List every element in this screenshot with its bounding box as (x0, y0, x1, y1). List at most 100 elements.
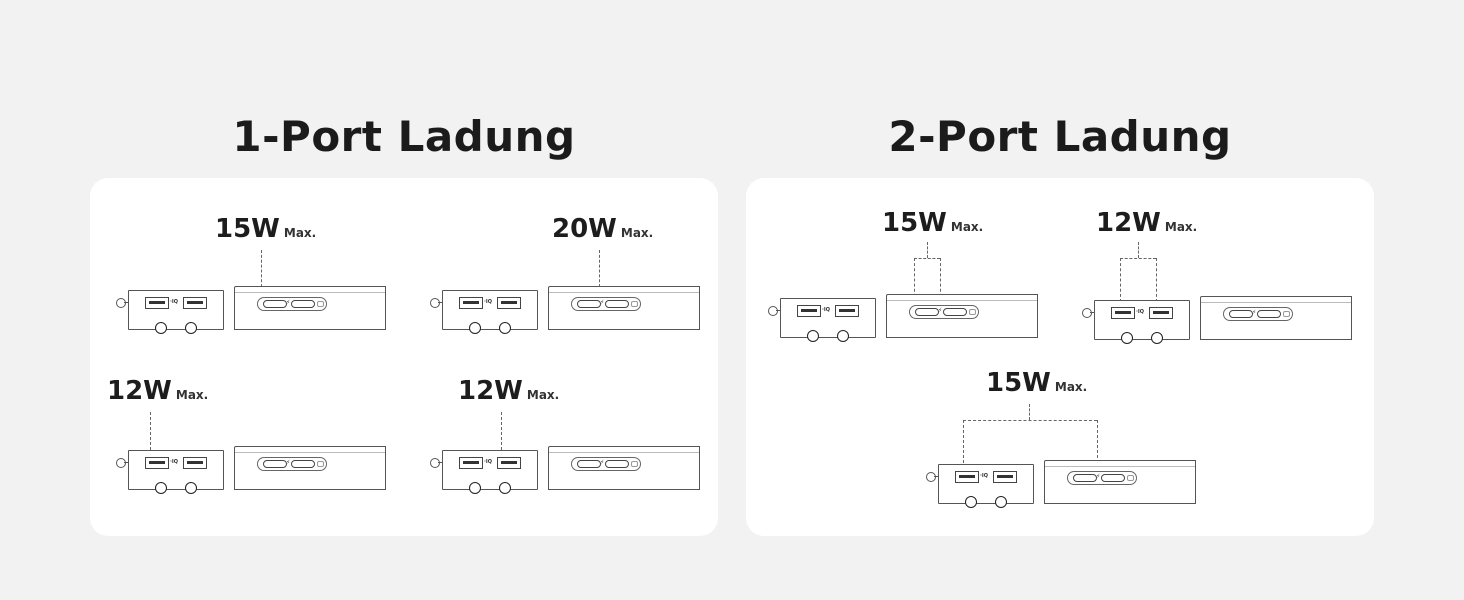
power-bank-front: ·IQ (442, 450, 538, 494)
power-bank-diagram: ·IQ ⚡ (116, 282, 406, 342)
power-bank-diagram: ·IQ ⚡ (1082, 292, 1372, 352)
connector-line (501, 412, 502, 460)
usb-c-port-icon (1257, 310, 1281, 318)
connector-line (1156, 258, 1157, 302)
iq-label: ·IQ (1136, 309, 1145, 315)
power-bank-diagram: ·IQ ⚡ (430, 442, 720, 502)
power-bank-diagram: ·IQ ⚡ (116, 442, 406, 502)
led-indicator-icon (1283, 311, 1290, 317)
power-bank-front: ·IQ (128, 290, 224, 334)
watt-value: 12W (107, 376, 172, 406)
iq-label: ·IQ (170, 299, 179, 305)
iq-label: ·IQ (170, 459, 179, 465)
foot-icon (995, 496, 1007, 508)
watt-value: 15W (986, 368, 1051, 398)
foot-icon (837, 330, 849, 342)
foot-icon (155, 322, 167, 334)
usb-c-port-icon (1073, 474, 1097, 482)
power-bank-diagram: ·IQ ⚡ (430, 282, 720, 342)
usb-a-port-icon (145, 457, 169, 469)
usb-a-port-icon (497, 457, 521, 469)
usb-c-port-icon (263, 300, 287, 308)
connector-line (1029, 404, 1030, 420)
one-port-title: 1-Port Ladung (232, 112, 576, 161)
foot-icon (1151, 332, 1163, 344)
connector-line (1120, 258, 1121, 302)
foot-icon (499, 482, 511, 494)
usb-c-port-icon (1229, 310, 1253, 318)
usb-c-port-icon (577, 460, 601, 468)
lanyard-hook-icon (926, 472, 936, 482)
foot-icon (155, 482, 167, 494)
connector-line (940, 258, 941, 302)
watt-value: 12W (1096, 208, 1161, 238)
power-bank-side: ⚡ (234, 286, 386, 330)
power-bank-front: ·IQ (128, 450, 224, 494)
max-label: Max. (175, 388, 209, 402)
usb-c-port-icon (577, 300, 601, 308)
power-bank-side: ⚡ (548, 446, 700, 490)
max-label: Max. (1054, 380, 1088, 394)
usb-c-port-icon (1101, 474, 1125, 482)
two-port-title: 2-Port Ladung (888, 112, 1232, 161)
foot-icon (965, 496, 977, 508)
max-label: Max. (950, 220, 984, 234)
usb-a-port-icon (183, 297, 207, 309)
connector-line (914, 258, 940, 259)
connector-line (914, 258, 915, 302)
iq-label: ·IQ (980, 473, 989, 479)
foot-icon (1121, 332, 1133, 344)
power-bank-side: ⚡ (548, 286, 700, 330)
power-bank-front: ·IQ (780, 298, 876, 342)
watt-value: 15W (882, 208, 947, 238)
connector-line (150, 412, 151, 460)
iq-label: ·IQ (484, 459, 493, 465)
lanyard-hook-icon (116, 298, 126, 308)
usb-a-port-icon (993, 471, 1017, 483)
foot-icon (469, 322, 481, 334)
usb-c-port-icon (605, 300, 629, 308)
foot-icon (185, 482, 197, 494)
usb-a-port-icon (955, 471, 979, 483)
power-bank-diagram: ·IQ ⚡ (768, 290, 1058, 350)
usb-c-port-icon (291, 460, 315, 468)
led-indicator-icon (317, 301, 324, 307)
usb-a-port-icon (459, 297, 483, 309)
connector-line (963, 420, 1097, 421)
power-bank-front: ·IQ (442, 290, 538, 334)
usb-a-port-icon (797, 305, 821, 317)
connector-line (963, 420, 964, 468)
usb-a-port-icon (835, 305, 859, 317)
led-indicator-icon (631, 301, 638, 307)
max-label: Max. (526, 388, 560, 402)
power-bank-side: ⚡ (1200, 296, 1352, 340)
usb-a-port-icon (497, 297, 521, 309)
usb-a-port-icon (145, 297, 169, 309)
watt-value: 12W (458, 376, 523, 406)
led-indicator-icon (317, 461, 324, 467)
lanyard-hook-icon (768, 306, 778, 316)
foot-icon (499, 322, 511, 334)
usb-c-port-icon (915, 308, 939, 316)
connector-line (261, 250, 262, 292)
foot-icon (185, 322, 197, 334)
usb-a-port-icon (183, 457, 207, 469)
power-bank-side: ⚡ (234, 446, 386, 490)
usb-c-port-icon (263, 460, 287, 468)
lanyard-hook-icon (430, 458, 440, 468)
power-bank-side: ⚡ (886, 294, 1038, 338)
connector-line (1120, 258, 1156, 259)
connector-line (599, 250, 600, 292)
watt-value: 15W (215, 214, 280, 244)
usb-c-port-icon (291, 300, 315, 308)
max-label: Max. (620, 226, 654, 240)
usb-c-port-icon (605, 460, 629, 468)
